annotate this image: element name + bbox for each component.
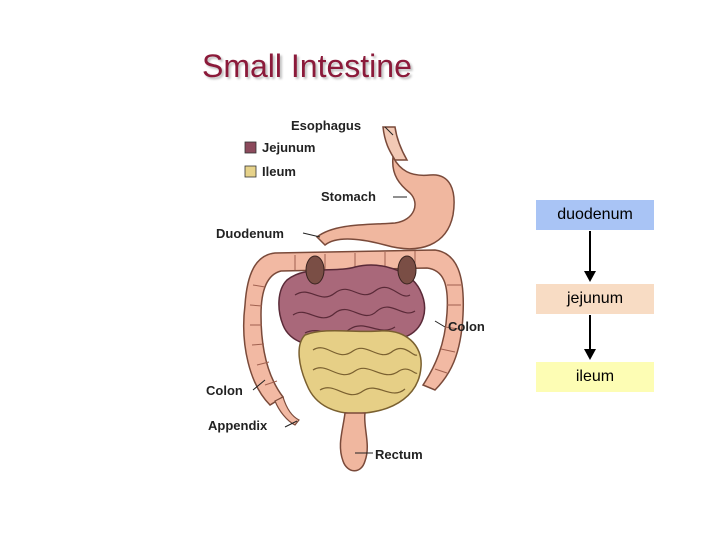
flow-box-jejunum: jejunum [536, 284, 654, 314]
slide-title: Small Intestine [202, 48, 412, 85]
rectum-shape [340, 413, 367, 471]
label-stomach: Stomach [321, 189, 376, 204]
label-appendix: Appendix [208, 418, 268, 433]
legend-label-jejunum: Jejunum [262, 140, 315, 155]
flow-arrow-1 [580, 231, 600, 283]
appendix-shape [275, 397, 299, 425]
flow-box-ileum: ileum [536, 362, 654, 392]
digestive-system-illustration: Jejunum Ileum Esophagus Stomach Duodenum… [195, 105, 515, 495]
label-colon-right: Colon [448, 319, 485, 334]
label-duodenum: Duodenum [216, 226, 284, 241]
ileum-shape [299, 331, 421, 414]
leader-duodenum [303, 233, 320, 237]
flow-box-duodenum: duodenum [536, 200, 654, 230]
leader-colon-right [435, 321, 445, 327]
esophagus-shape [383, 127, 407, 160]
flow-arrow-2 [580, 315, 600, 361]
right-flexure-band [398, 256, 416, 284]
legend-swatch-ileum [245, 166, 256, 177]
legend-swatch-jejunum [245, 142, 256, 153]
label-esophagus: Esophagus [291, 118, 361, 133]
label-rectum: Rectum [375, 447, 423, 462]
legend-label-ileum: Ileum [262, 164, 296, 179]
left-flexure-band [306, 256, 324, 284]
label-colon-left: Colon [206, 383, 243, 398]
